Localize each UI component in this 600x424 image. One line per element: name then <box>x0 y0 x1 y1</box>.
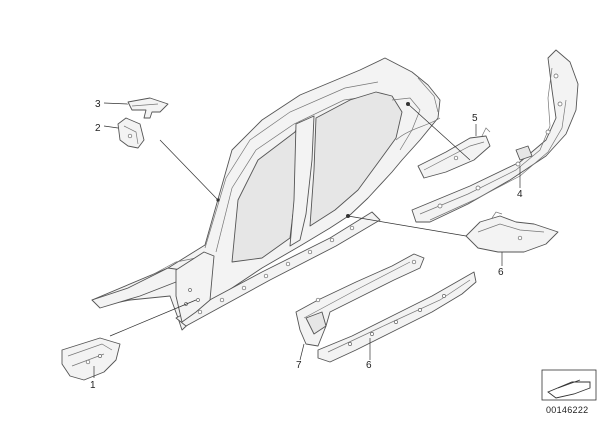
leader-lines <box>93 102 521 378</box>
callout-5: 5 <box>472 113 478 124</box>
part-3-bracket <box>127 97 169 119</box>
callout-6-bottom: 6 <box>366 360 372 371</box>
part-7-floor-bracket <box>295 253 425 347</box>
body-side-frame <box>91 57 441 331</box>
callout-7: 7 <box>296 360 302 371</box>
part-2-bracket <box>117 117 145 149</box>
callout-3: 3 <box>95 99 101 110</box>
callouts: 1 2 3 4 5 6 6 7 <box>90 99 523 391</box>
part-1-pillar-reinforcement <box>61 337 121 381</box>
part-4-rear-rail <box>411 49 579 223</box>
document-number: 00146222 <box>546 405 588 415</box>
callout-1: 1 <box>90 380 96 391</box>
part-6-sill-panel <box>317 271 477 363</box>
callout-6-right: 6 <box>498 267 504 278</box>
part-5-rail-bracket <box>417 127 491 179</box>
part-6-right-panel <box>465 211 559 253</box>
callout-2: 2 <box>95 123 101 134</box>
sill-icon-badge <box>541 369 597 401</box>
callout-4: 4 <box>517 189 523 200</box>
